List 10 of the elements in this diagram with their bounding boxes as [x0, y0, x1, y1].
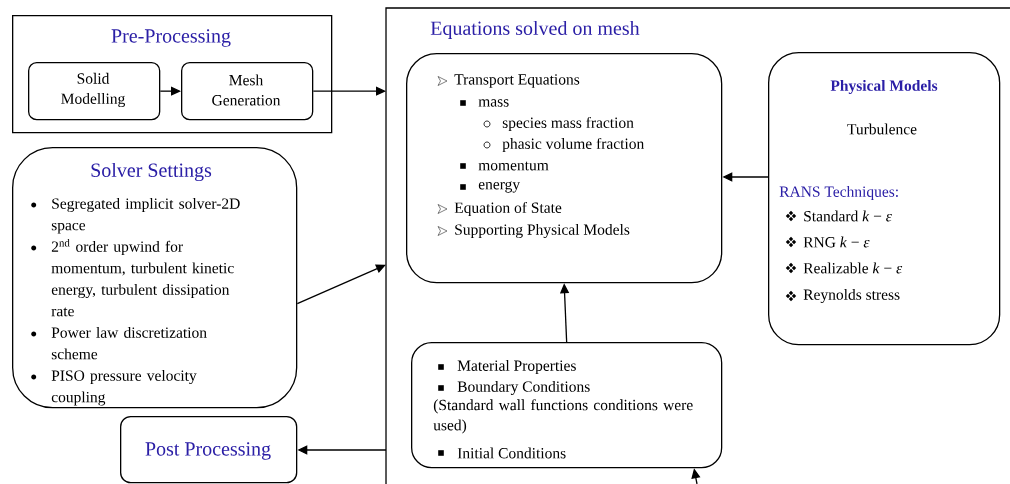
condition-box: Material Properties Boundary Conditions (Standard wall functions conditions were used) Initial Conditions: [411, 342, 723, 469]
output-box: Post Processing: [120, 416, 298, 484]
settings-box: Solver Settings Segregated implicit solver-2D space 2$^{nd}$ order upwind for momentum, turbulent kinetic energy, turbulent dissipation rate Power law discretization scheme PISO pressure velocity coupling: [12, 147, 298, 409]
process-box: Solid Modelling: [28, 62, 161, 121]
model-box: Physical Models Turbulence RANS Techniques: Standard k − ε RNG k − ε Realizable k − ε Reynolds stress: [768, 52, 1001, 346]
equation-list-box: Transport Equations mass species mass fraction phasic volume fraction momentum energy Equation of State Supporting Physical Models: [406, 53, 723, 284]
arrow: [296, 264, 386, 305]
process-box: Mesh Generation: [181, 62, 314, 121]
arrow: [159, 86, 181, 96]
arrow: [312, 86, 386, 96]
